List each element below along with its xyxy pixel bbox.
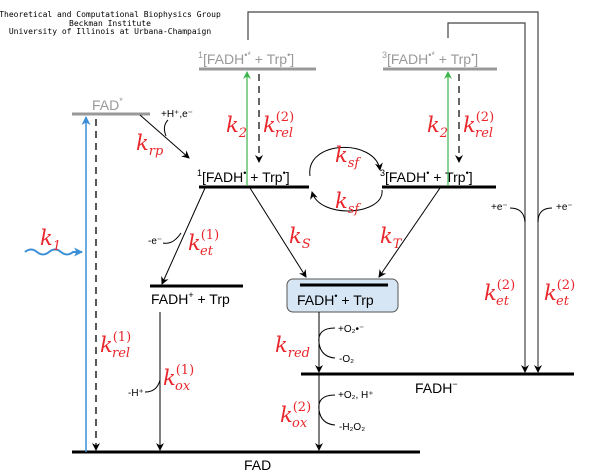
rate-kox1: k(1)ox: [163, 363, 194, 394]
rate-kred: kred: [275, 333, 310, 361]
rate-ksf-forward: ksf: [335, 143, 361, 171]
kt-arrow: [378, 187, 441, 278]
label-fadh-plus: FADH+ + Trp: [151, 290, 230, 307]
rate-ket2-a: k(2)et: [484, 278, 515, 309]
ksf-back-arrow: [310, 189, 383, 212]
label-fadh-radical: FADH• + Trp: [297, 291, 374, 308]
credits: Theoretical and Computational Biophysics…: [0, 10, 221, 36]
rate-k1: k1: [40, 226, 61, 254]
photon-wave-icon: [24, 247, 83, 257]
ket1-side-curve: [162, 232, 182, 244]
annotation-plus-o2-radical: +O₂•⁻: [338, 324, 364, 335]
annotation-minus-e: -e⁻: [148, 236, 162, 247]
fadh-radical-box: [286, 278, 399, 313]
ksf-forward-arrow: [309, 147, 383, 177]
rate-ksf-back: ksf: [335, 189, 361, 217]
annotation-minus-o2: -O₂: [339, 354, 354, 365]
rate-krel2-singlet: k(2)rel: [263, 110, 294, 141]
label-fad-excited: FAD*: [92, 96, 123, 113]
credit-line-2: Beckman Institute: [69, 19, 151, 28]
rate-krel1: k(1)rel: [100, 330, 131, 361]
label-singlet-excited: 1[FADH•* + Trp•]: [198, 50, 294, 67]
ks-arrow: [249, 187, 307, 278]
annotation-plus-e-a: +e⁻: [491, 202, 508, 213]
label-triplet-excited: 3[FADH•* + Trp•]: [382, 50, 478, 67]
label-fadh-minus: FADH−: [415, 379, 458, 396]
ket2-b-side-curve: [537, 207, 553, 223]
rate-constants: k1 krp k2 k(2)rel k2 k(2)rel ksf ksf k(1)et kS kT k…: [40, 110, 575, 431]
krp-arrow: [139, 114, 190, 159]
connector-triplet-to-fadh-minus: [447, 22, 529, 373]
annotation-minus-h2o2: -H₂O₂: [339, 422, 365, 433]
ket1-arrow: [161, 187, 206, 285]
rate-kS: kS: [289, 224, 311, 252]
credit-line-3: University of Illinois at Urbana-Champai…: [9, 27, 211, 36]
rate-krel2-triplet: k(2)rel: [463, 110, 494, 141]
kox2-side-curve: [318, 394, 336, 426]
annotation-plus-o2-h: +O₂, H⁺: [338, 390, 374, 401]
annotation-plus-e-b: +e⁻: [556, 202, 573, 213]
label-triplet-pair: 3[FADH• + Trp•]: [380, 168, 473, 185]
rate-k2-triplet: k2: [427, 113, 448, 141]
credit-line-1: Theoretical and Computational Biophysics…: [0, 10, 221, 19]
label-singlet-pair: 1[FADH• + Trp•]: [197, 168, 290, 185]
annotation-h-e: +H⁺,e⁻: [161, 109, 193, 120]
kred-side-curve: [318, 327, 336, 359]
rate-kT: kT: [380, 224, 403, 252]
ket2-a-side-curve: [509, 207, 526, 223]
connector-singlet-to-fadh-minus: [247, 11, 542, 373]
rate-ket1: k(1)et: [188, 228, 219, 259]
kox1-side-curve: [144, 379, 161, 393]
rate-kox2: k(2)ox: [280, 400, 311, 431]
rate-ket2-b: k(2)et: [544, 278, 575, 309]
krp-side-curve: [163, 119, 169, 137]
annotation-minus-h: -H⁺: [128, 388, 144, 399]
rate-krp: krp: [136, 131, 164, 159]
rate-k2-singlet: k2: [226, 113, 247, 141]
label-fad: FAD: [244, 457, 271, 473]
